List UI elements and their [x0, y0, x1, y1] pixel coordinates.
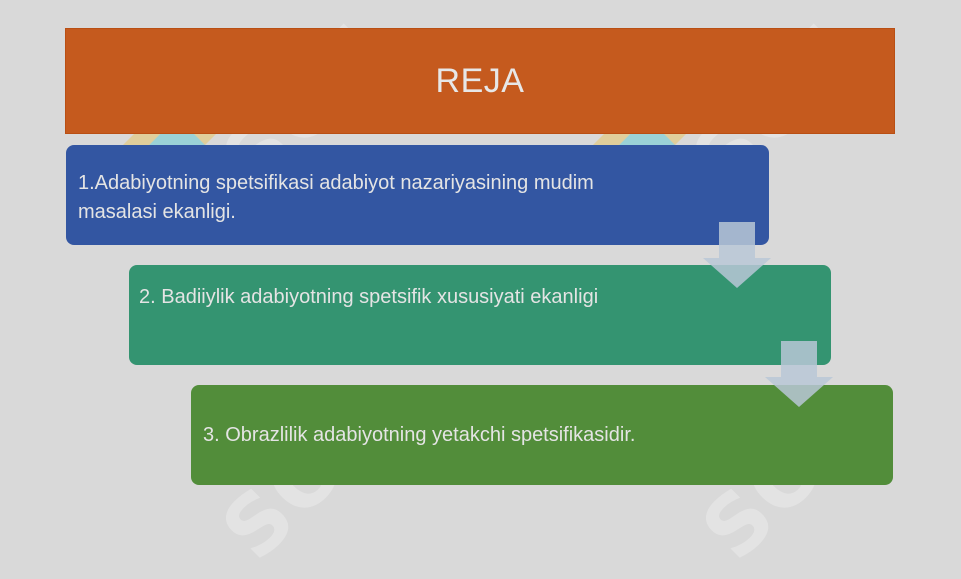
step-box-1: 1.Adabiyotning spetsifikasi adabiyot naz… [66, 145, 769, 245]
title-bar: REJA [65, 28, 895, 134]
down-arrow-icon [703, 222, 771, 288]
slide-title: REJA [435, 61, 525, 100]
step-text-1: 1.Adabiyotning spetsifikasi adabiyot naz… [78, 172, 594, 223]
step-box-2: 2. Badiiylik adabiyotning spetsifik xusu… [129, 265, 831, 365]
down-arrow-icon [765, 341, 833, 407]
step-box-3: 3. Obrazlilik adabiyotning yetakchi spet… [191, 385, 893, 485]
slide: SOF SOF SOF SOF REJA 1.Adabiyotning spet… [65, 6, 895, 579]
step-text-3: 3. Obrazlilik adabiyotning yetakchi spet… [203, 424, 636, 446]
step-text-2: 2. Badiiylik adabiyotning spetsifik xusu… [139, 286, 599, 308]
